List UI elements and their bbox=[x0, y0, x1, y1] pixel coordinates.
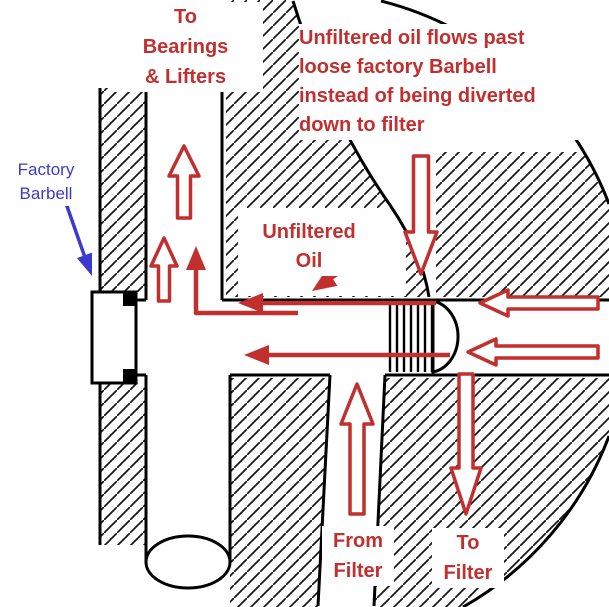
arrow-bent-into-gallery-head bbox=[186, 246, 206, 270]
arrow-up-to-bearings-lower bbox=[149, 236, 179, 303]
barbell-body bbox=[90, 290, 138, 385]
relief-spring-drawing bbox=[388, 299, 460, 374]
barbell-seal-top bbox=[123, 293, 136, 306]
arrow-down-unfiltered bbox=[403, 154, 439, 276]
arrow-up-from-filter bbox=[339, 382, 375, 516]
arrow-unfiltered-oil-pointer-head bbox=[312, 269, 338, 291]
label-from-filter: From Filter bbox=[322, 526, 394, 586]
arrow-down-to-filter bbox=[449, 372, 483, 516]
arrow-flow-left-upper-head bbox=[238, 293, 263, 313]
arrow-bent-into-gallery-shaft bbox=[193, 260, 298, 316]
gallery-right-wall-line bbox=[220, 88, 232, 563]
hatch-between-tubes bbox=[230, 378, 330, 607]
bore-arc-bottom-right bbox=[462, 435, 609, 607]
label-factory-barbell: Factory Barbell bbox=[0, 158, 92, 206]
label-unfiltered-flow-note: Unfiltered oil flows past loose factory … bbox=[299, 24, 599, 140]
barbell-seal-bottom bbox=[123, 369, 136, 382]
arrow-up-to-bearings-upper bbox=[167, 144, 201, 220]
label-unfiltered-oil: Unfiltered Oil bbox=[246, 218, 372, 276]
label-to-filter: To Filter bbox=[432, 528, 504, 588]
oil-flow-arrows bbox=[149, 144, 600, 516]
arrow-in-from-right-upper bbox=[478, 288, 600, 318]
label-to-bearings-lifters: To Bearings & Lifters bbox=[108, 2, 263, 92]
hatch-right-upper bbox=[436, 152, 609, 297]
spring-coils bbox=[388, 303, 434, 372]
plunger-dome bbox=[431, 299, 460, 374]
hatch-left-wall-upper bbox=[101, 88, 145, 292]
arrow-in-from-right-lower bbox=[466, 337, 600, 367]
barbell-pointer-head bbox=[76, 252, 92, 276]
gallery-tube-opening bbox=[144, 534, 232, 590]
arrow-flow-left-lower-head bbox=[244, 345, 269, 365]
factory-barbell-drawing bbox=[90, 290, 138, 385]
hatch-left-wall-lower bbox=[101, 383, 145, 545]
